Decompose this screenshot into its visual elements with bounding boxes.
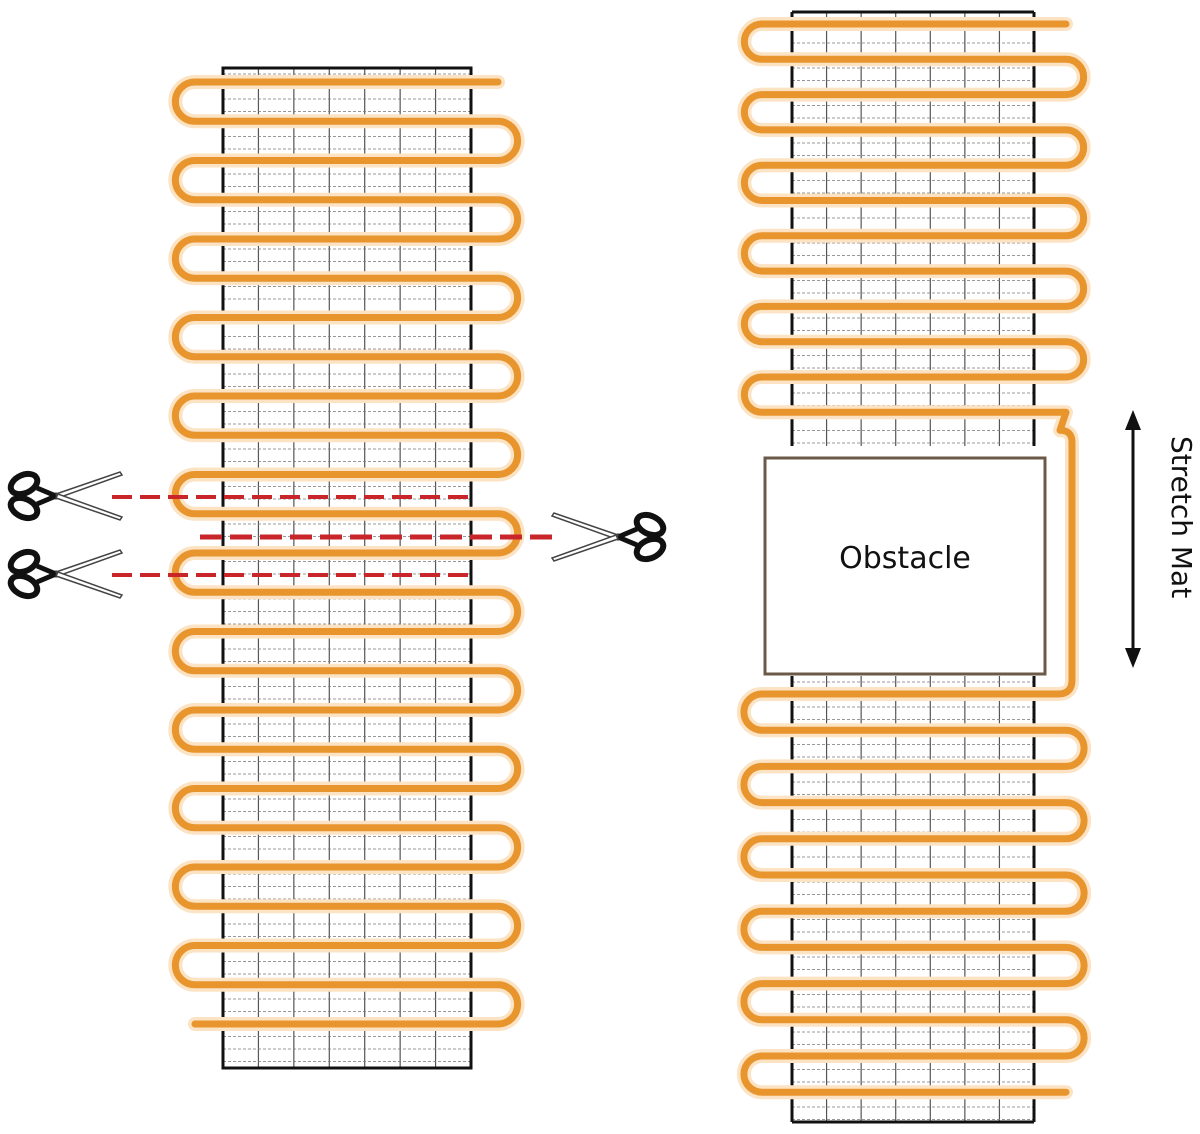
stretch-mat-label: Stretch Mat bbox=[1165, 436, 1198, 598]
scissors-handle bbox=[7, 548, 41, 576]
scissors-handle bbox=[633, 511, 667, 539]
scissors-blade bbox=[550, 512, 620, 540]
scissors-blade bbox=[54, 471, 124, 499]
cut-lines bbox=[112, 495, 560, 577]
scissors-handle bbox=[7, 494, 41, 522]
scissors-arm bbox=[617, 534, 638, 548]
left-mesh-grid bbox=[223, 68, 471, 1068]
scissors-icon bbox=[7, 470, 124, 522]
scissors-handle bbox=[7, 470, 41, 498]
scissors-arm bbox=[36, 571, 57, 585]
left-heating-cable bbox=[171, 78, 522, 1028]
scissors-handle bbox=[7, 572, 41, 600]
scissors-icon bbox=[7, 548, 124, 600]
obstacle: Obstacle bbox=[763, 456, 1047, 676]
scissors-blade bbox=[54, 549, 124, 577]
scissors-handle bbox=[633, 535, 667, 563]
right-mat bbox=[736, 10, 1092, 1124]
scissors-blade bbox=[550, 534, 620, 562]
scissors-blade bbox=[54, 571, 124, 599]
scissors-icon bbox=[550, 511, 667, 563]
double-arrow-icon bbox=[1125, 410, 1141, 668]
obstacle-label: Obstacle bbox=[839, 541, 971, 576]
obstacle-box bbox=[763, 456, 1047, 676]
left-mesh-border bbox=[221, 66, 473, 1070]
scissors-arm bbox=[36, 493, 57, 507]
left-mat bbox=[168, 66, 525, 1070]
right-heating-cable bbox=[740, 20, 1088, 1096]
scissors-blade bbox=[54, 493, 124, 521]
